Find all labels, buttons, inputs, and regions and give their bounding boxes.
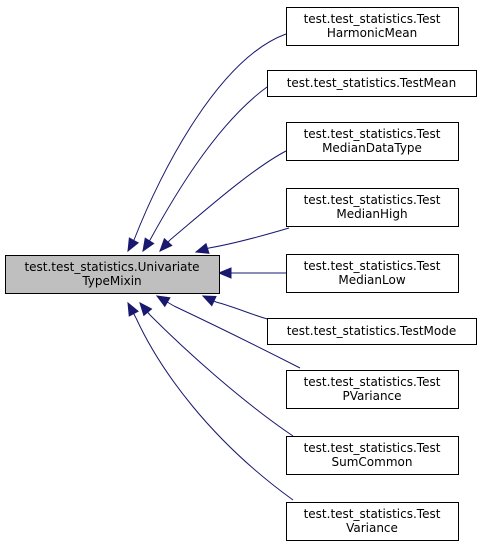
arrowhead-icon <box>217 267 232 279</box>
node-box <box>286 370 459 409</box>
derived-class-node-mode[interactable]: test.test_statistics.TestMode <box>267 318 477 345</box>
node-label-line: HarmonicMean <box>327 26 417 40</box>
node-label-line: test.test_statistics.Test <box>304 193 441 207</box>
arrowhead-icon <box>201 295 217 307</box>
node-box <box>286 502 459 541</box>
edge-line <box>149 86 268 241</box>
inheritance-edge-sum-common <box>139 302 294 437</box>
edge-line <box>169 150 287 241</box>
node-box <box>267 318 477 345</box>
node-label-line: MedianHigh <box>336 207 407 221</box>
edge-line <box>135 317 294 501</box>
node-label-line: MedianDataType <box>322 141 422 155</box>
node-label-line: SumCommon <box>332 455 413 469</box>
node-label-line: test.test_statistics.Test <box>304 259 441 273</box>
arrowhead-icon <box>127 301 139 317</box>
class-nodes: test.test_statistics.UnivariateTypeMixin… <box>5 7 477 541</box>
derived-class-node-mean[interactable]: test.test_statistics.TestMean <box>267 70 477 97</box>
inheritance-edge-mean <box>142 86 268 253</box>
inheritance-edges <box>127 33 301 501</box>
node-label-line: test.test_statistics.Test <box>304 127 441 141</box>
inheritance-edge-median-high <box>194 227 290 254</box>
arrowhead-icon <box>155 295 171 308</box>
node-label-line: test.test_statistics.TestMode <box>287 324 457 338</box>
node-label-line: MedianLow <box>338 273 405 287</box>
edge-line <box>208 227 290 249</box>
node-label-line: Variance <box>346 521 398 535</box>
inheritance-edge-harmonic-mean <box>127 33 287 253</box>
inheritance-edge-median-low <box>217 267 286 279</box>
node-label-line: test.test_statistics.Test <box>304 375 441 389</box>
inheritance-edge-mode <box>201 295 272 321</box>
arrowhead-icon <box>139 302 153 317</box>
node-label-line: test.test_statistics.Test <box>304 12 441 26</box>
inheritance-edge-variance <box>127 301 294 501</box>
node-box <box>267 70 477 97</box>
edge-line <box>173 305 301 369</box>
node-label-line: TypeMixin <box>81 274 141 288</box>
node-box <box>286 7 459 46</box>
node-label-line: test.test_statistics.TestMean <box>287 76 457 90</box>
arrowhead-icon <box>142 237 155 253</box>
inheritance-edge-median-data-type <box>159 150 287 252</box>
node-label-line: test.test_statistics.Univariate <box>24 260 199 274</box>
node-box <box>286 254 459 293</box>
node-label-line: test.test_statistics.Test <box>304 441 441 455</box>
node-box <box>286 188 459 227</box>
node-box <box>5 255 220 294</box>
edge-line <box>149 314 294 437</box>
node-label-line: PVariance <box>342 389 401 403</box>
arrowhead-icon <box>194 242 210 254</box>
arrowhead-icon <box>127 237 140 253</box>
edge-line <box>133 33 287 241</box>
edge-line <box>215 301 272 321</box>
node-box <box>286 122 459 161</box>
arrowhead-icon <box>159 237 173 252</box>
inheritance-edge-pvariance <box>155 295 301 369</box>
node-box <box>286 436 459 475</box>
node-label-line: test.test_statistics.Test <box>304 507 441 521</box>
